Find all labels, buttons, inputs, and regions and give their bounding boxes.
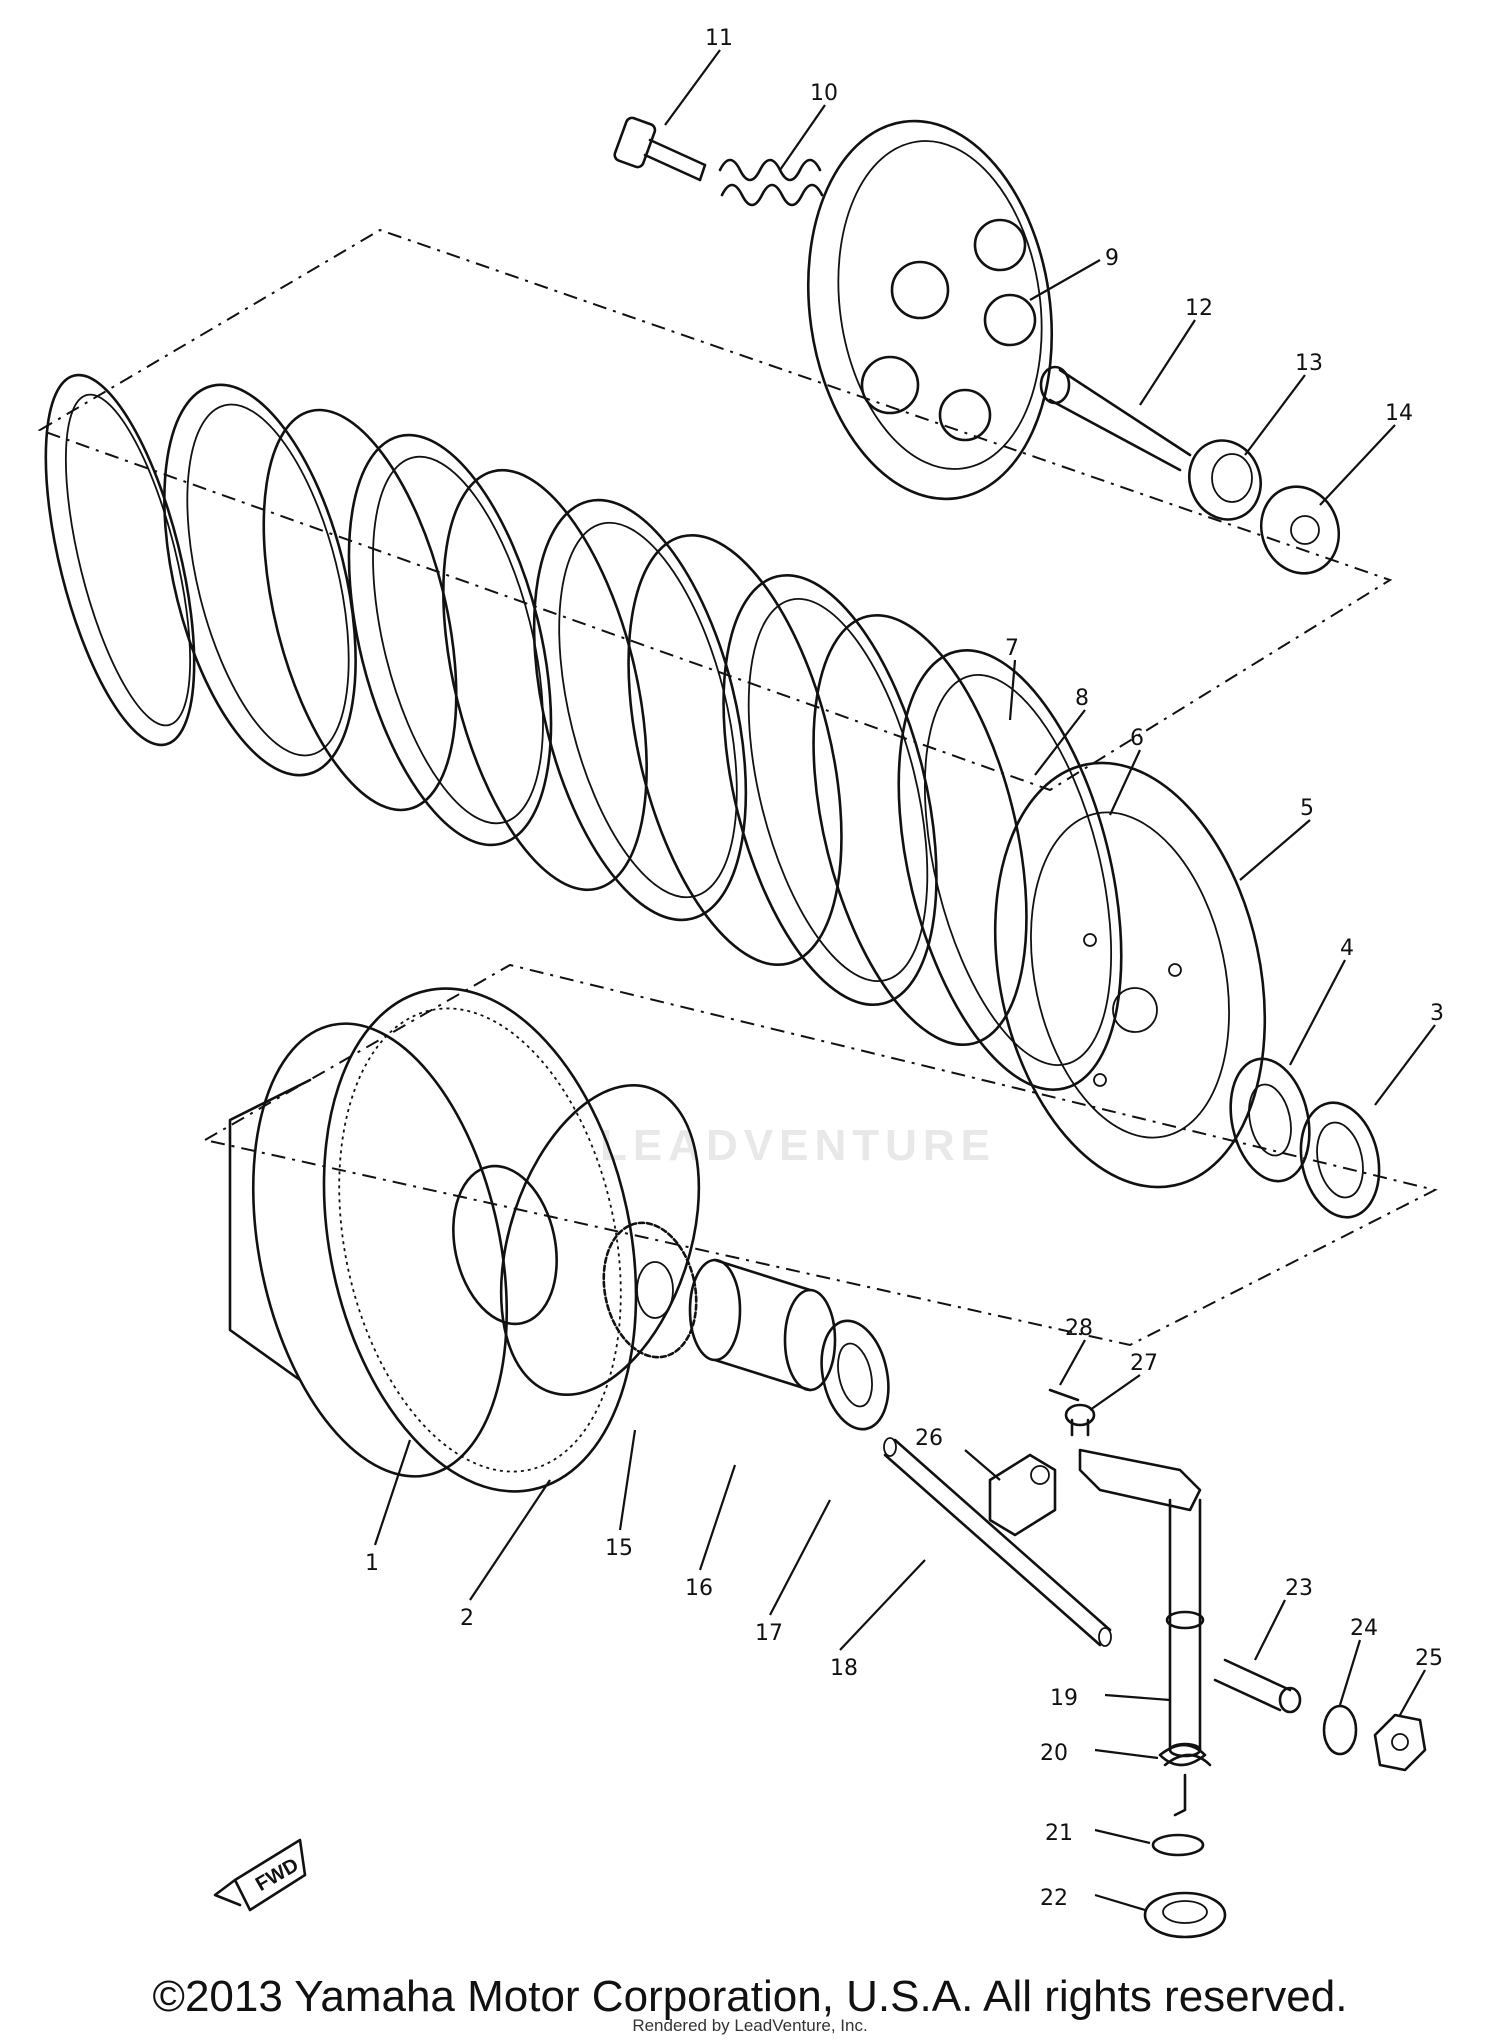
part-20-spring: [1158, 1743, 1212, 1817]
callout-15: 15: [605, 1536, 633, 1561]
part-16-sleeve: [688, 1258, 837, 1392]
part-24-washer: [1322, 1704, 1358, 1756]
part-9-pressure-plate: [806, 119, 1054, 501]
callout-16: 16: [685, 1576, 713, 1601]
callout-7: 7: [1005, 636, 1019, 661]
leader-lines: [373, 49, 1436, 1912]
callout-13: 13: [1295, 351, 1323, 376]
callout-11: 11: [705, 26, 733, 51]
lower-assembly-frame: [202, 963, 1438, 1347]
callout-9: 9: [1105, 246, 1119, 271]
part-21-o-ring: [1151, 1833, 1205, 1857]
callout-4: 4: [1340, 936, 1354, 961]
callout-3: 3: [1430, 1001, 1444, 1026]
callout-8: 8: [1075, 686, 1089, 711]
fwd-arrow: FWD: [213, 1838, 307, 1912]
part-1-clutch-housing: [228, 987, 638, 1493]
callout-21: 21: [1045, 1821, 1073, 1846]
part-28-pin: [1048, 1388, 1080, 1402]
callout-24: 24: [1350, 1616, 1378, 1641]
callout-17: 17: [755, 1621, 783, 1646]
part-18-push-rod: [883, 1437, 1112, 1647]
callout-27: 27: [1130, 1351, 1158, 1376]
copyright-notice: ©2013 Yamaha Motor Corporation, U.S.A. A…: [152, 1972, 1348, 2021]
callout-28: 28: [1065, 1316, 1093, 1341]
upper-assembly-frame: [37, 228, 1393, 792]
part-19-lever-shaft: [1078, 1448, 1205, 1758]
clutch-plate-stack: [44, 373, 1123, 1091]
callout-1: 1: [365, 1551, 379, 1576]
part-5-clutch-boss: [993, 761, 1267, 1189]
callout-19: 19: [1050, 1686, 1078, 1711]
part-12-push-rod: [1039, 365, 1192, 472]
callout-25: 25: [1415, 1646, 1443, 1671]
part-22-oil-seal: [1143, 1891, 1227, 1939]
part-10-spring: [718, 158, 824, 207]
callout-14: 14: [1385, 401, 1413, 426]
watermark: LEADVENTURE: [600, 1121, 996, 1170]
callout-20: 20: [1040, 1741, 1068, 1766]
part-13-bearing: [1188, 439, 1262, 521]
part-2-ring: [499, 1084, 701, 1396]
part-26-clamp: [988, 1453, 1057, 1537]
callout-numbers: 1 2 3 4 5 6 7 8 9 10 11 12 13 14 15 16 1…: [365, 26, 1444, 1911]
part-25-nut: [1373, 1713, 1427, 1772]
callout-23: 23: [1285, 1576, 1313, 1601]
part-17-thrust-washer: [820, 1319, 890, 1431]
callout-22: 22: [1040, 1886, 1068, 1911]
part-27-screw: [1064, 1403, 1096, 1437]
callout-5: 5: [1300, 796, 1314, 821]
part-3-lock-washer: [1299, 1101, 1381, 1219]
callout-26: 26: [915, 1426, 943, 1451]
callout-2: 2: [460, 1606, 474, 1631]
svg-text:FWD: FWD: [252, 1854, 302, 1896]
callout-12: 12: [1185, 296, 1213, 321]
part-4-washer: [1229, 1057, 1311, 1183]
callout-18: 18: [830, 1656, 858, 1681]
rendered-by-credit: Rendered by LeadVenture, Inc.: [632, 2016, 868, 2035]
part-11-bolt: [613, 116, 707, 182]
callout-6: 6: [1130, 726, 1144, 751]
callout-10: 10: [810, 81, 838, 106]
part-14-washer: [1259, 485, 1341, 575]
part-23-adjust-screw: [1213, 1658, 1302, 1714]
